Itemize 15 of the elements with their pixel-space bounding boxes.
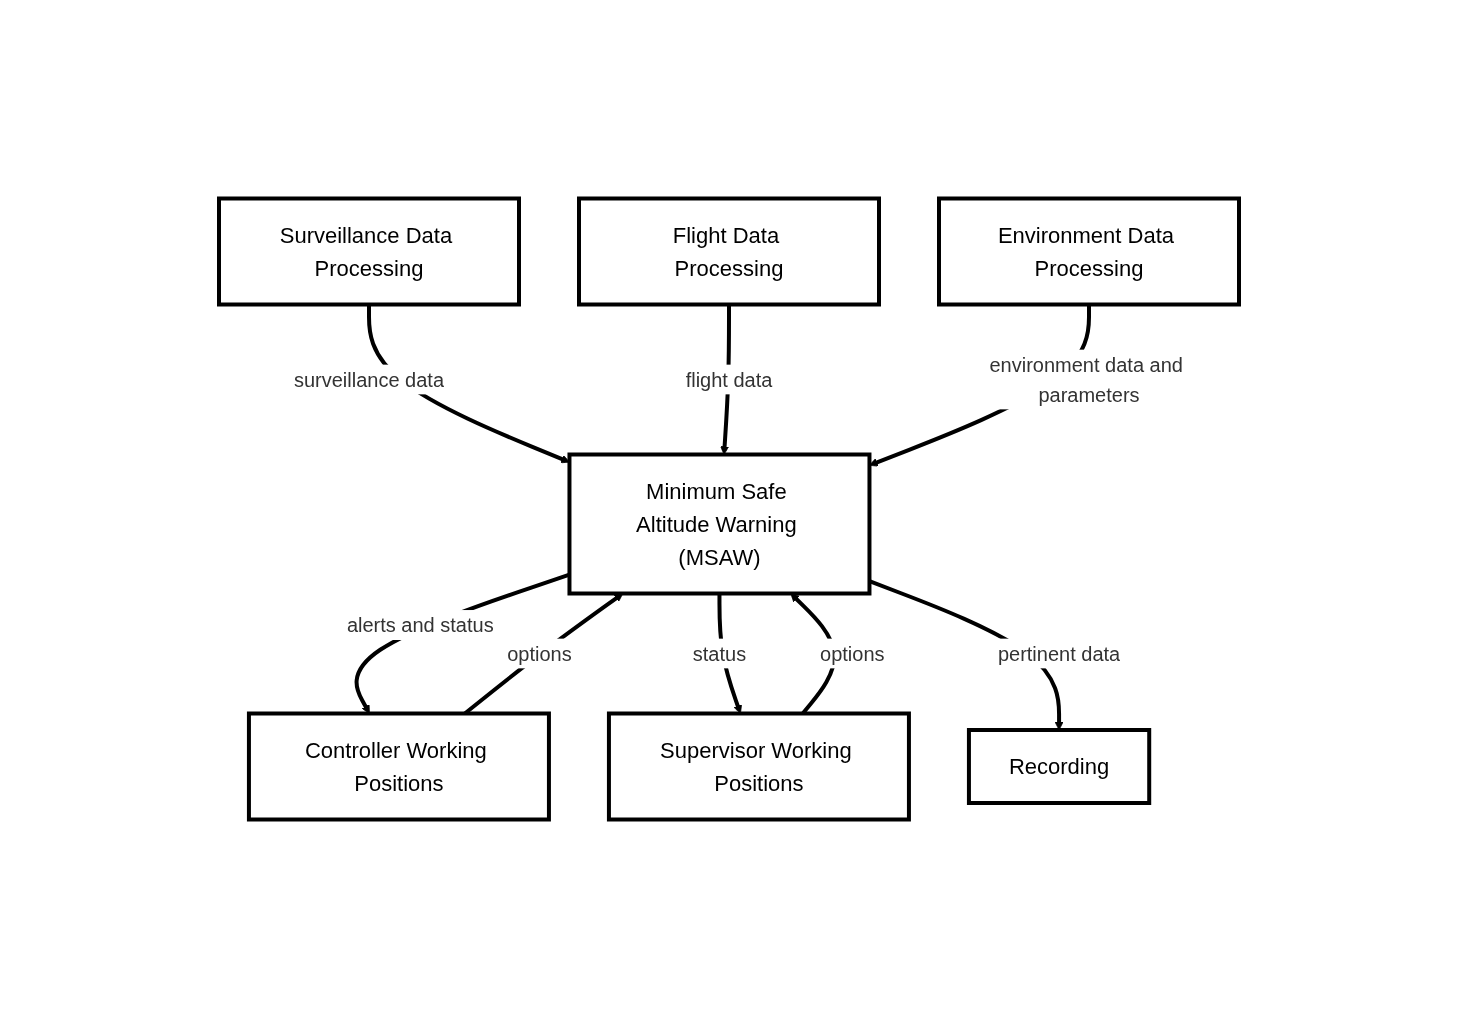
- node-box: Environment Data Processing: [936, 196, 1241, 306]
- edge-label: options: [506, 642, 572, 664]
- node-box: Flight Data Processing: [576, 196, 881, 306]
- edge-label: options: [819, 642, 885, 664]
- edge-label: flight data: [685, 368, 772, 390]
- node-box: Supervisor Working Positions: [606, 711, 911, 821]
- edge-label: environment data and parameters: [988, 353, 1183, 405]
- node-box: Minimum Safe Altitude Warning (MSAW): [566, 452, 871, 595]
- edge-label: alerts and status: [346, 613, 494, 636]
- node-box: Recording: [966, 727, 1151, 805]
- node-box: Surveillance Data Processing: [216, 196, 521, 306]
- edge-label: status: [692, 642, 746, 664]
- node-box: Controller Working Positions: [246, 711, 551, 821]
- edge-label: surveillance data: [293, 368, 444, 390]
- edge-label: pertinent data: [997, 642, 1120, 664]
